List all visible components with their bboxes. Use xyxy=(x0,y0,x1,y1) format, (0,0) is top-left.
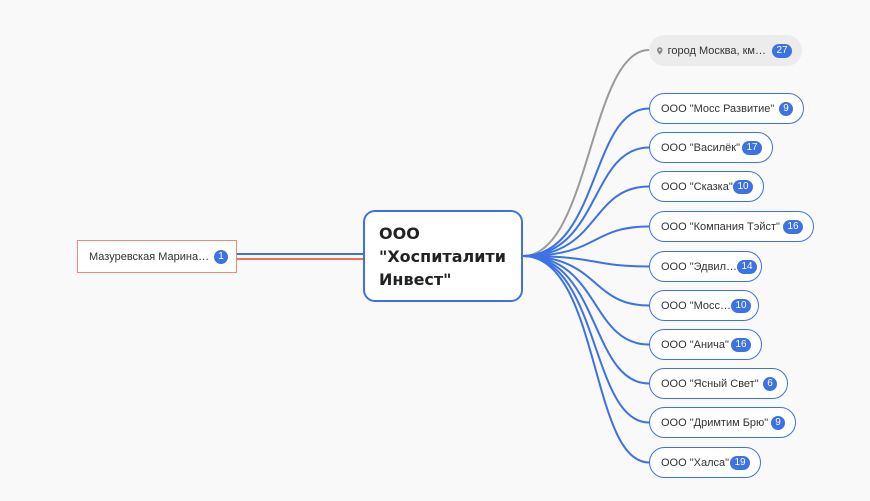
child-company-node[interactable]: ООО "Мосс…10 xyxy=(649,290,759,321)
child-edge xyxy=(522,255,650,385)
left-person-count-badge: 1 xyxy=(214,249,228,264)
child-company-node[interactable]: ООО "Дримтим Брю"9 xyxy=(649,407,796,438)
child-company-count-badge: 6 xyxy=(763,376,777,391)
child-company-count-badge: 9 xyxy=(771,415,785,430)
child-edge xyxy=(522,255,650,307)
child-company-label: ООО "Халса" xyxy=(661,456,730,469)
child-edge xyxy=(522,255,650,346)
child-edge xyxy=(522,255,650,464)
child-edge xyxy=(522,255,650,268)
child-company-label: ООО "Мосс… xyxy=(661,299,732,312)
child-edge xyxy=(522,225,650,257)
child-company-count-badge: 16 xyxy=(783,219,803,234)
child-company-count-badge: 14 xyxy=(737,259,757,274)
child-company-node[interactable]: ООО "Мосс Развитие" 9 xyxy=(649,93,804,124)
left-person-label: Мазуревская Марина… xyxy=(89,250,210,263)
child-company-node[interactable]: ООО "Анича"16 xyxy=(649,329,762,360)
child-company-label: ООО "Анича" xyxy=(661,338,729,351)
child-company-node[interactable]: ООО "Халса"19 xyxy=(649,447,761,478)
child-company-label: ООО "Дримтим Брю" xyxy=(661,416,769,429)
child-company-label: ООО "Эдвил… xyxy=(661,260,737,273)
child-company-node[interactable]: ООО "Компания Тэйст"16 xyxy=(649,211,814,242)
child-company-label: ООО "Ясный Свет" xyxy=(661,377,759,390)
child-edge xyxy=(522,146,650,257)
child-company-node[interactable]: ООО "Эдвил…14 xyxy=(649,251,762,282)
child-edge xyxy=(522,255,650,424)
child-company-count-badge: 16 xyxy=(731,337,751,352)
child-company-node[interactable]: ООО "Сказка"10 xyxy=(649,171,764,202)
left-person-node[interactable]: Мазуревская Марина… 1 xyxy=(77,240,237,273)
child-company-node[interactable]: ООО "Василёк"17 xyxy=(649,132,773,163)
child-edge xyxy=(522,185,650,257)
address-edge xyxy=(522,49,650,257)
child-company-node[interactable]: ООО "Ясный Свет" 6 xyxy=(649,368,788,399)
child-company-count-badge: 10 xyxy=(733,179,753,194)
child-company-count-badge: 17 xyxy=(742,140,762,155)
location-pin-icon xyxy=(657,46,663,55)
address-count-badge: 27 xyxy=(772,43,792,58)
center-company-node[interactable]: ООО "Хоспиталити Инвест" xyxy=(363,210,523,302)
address-label: город Москва, км… xyxy=(667,44,766,57)
child-company-count-badge: 9 xyxy=(779,101,793,116)
child-company-label: ООО "Мосс Развитие" xyxy=(661,102,775,115)
child-edge xyxy=(522,107,650,257)
child-company-label: ООО "Компания Тэйст" xyxy=(661,220,780,233)
address-node[interactable]: город Москва, км… 27 xyxy=(649,35,802,66)
child-company-label: ООО "Василёк" xyxy=(661,141,740,154)
child-company-count-badge: 10 xyxy=(731,298,752,313)
center-company-title: ООО "Хоспиталити Инвест" xyxy=(379,223,506,289)
child-company-label: ООО "Сказка" xyxy=(661,180,733,193)
child-company-count-badge: 19 xyxy=(730,455,750,470)
